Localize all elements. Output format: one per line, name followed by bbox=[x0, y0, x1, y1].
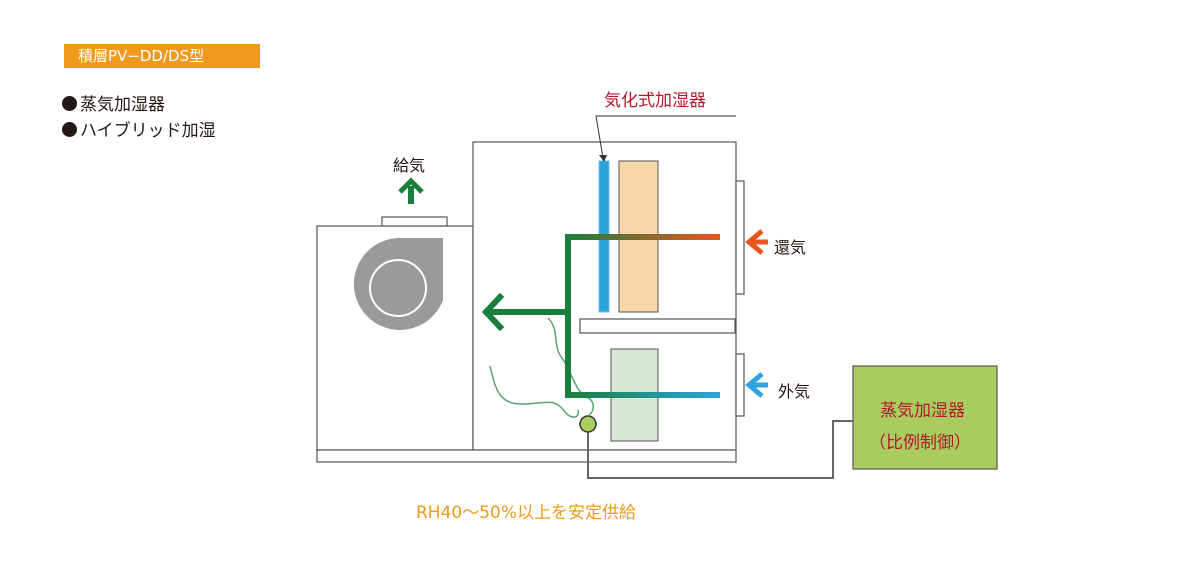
supply-flow-horizontal bbox=[484, 309, 571, 315]
bullet-icon bbox=[62, 122, 77, 137]
outside-air-label: 外気 bbox=[778, 382, 811, 401]
return-air-flow bbox=[567, 234, 720, 240]
fan-icon bbox=[353, 238, 443, 330]
return-air-label: 還気 bbox=[774, 238, 807, 257]
steam-humidifier-control-label: （比例制御） bbox=[869, 433, 971, 453]
bullet-icon bbox=[62, 96, 77, 111]
steam-pipe bbox=[587, 420, 853, 479]
unit-base bbox=[316, 449, 737, 463]
steam-humidifier-box bbox=[852, 365, 998, 470]
supply-opening bbox=[381, 216, 448, 227]
outside-air-flow bbox=[567, 392, 720, 398]
return-air-inlet bbox=[735, 180, 745, 295]
steam-nozzle bbox=[579, 415, 597, 433]
chamber-divider bbox=[579, 318, 736, 334]
supply-air-label: 給気 bbox=[393, 156, 426, 175]
evaporative-leader-line bbox=[595, 115, 736, 159]
steam-wisp bbox=[547, 317, 594, 417]
steam-humidifier-label: 蒸気加湿器 bbox=[880, 401, 965, 421]
return-air-arrow-icon bbox=[745, 229, 768, 255]
feature-item-hybrid: ハイブリッド加湿 bbox=[62, 120, 216, 142]
steam-wisp bbox=[489, 365, 580, 418]
model-badge: 積層PV−DD/DS型 bbox=[64, 44, 260, 68]
evaporative-humidifier-label: 気化式加湿器 bbox=[604, 91, 706, 111]
feature-label: ハイブリッド加湿 bbox=[80, 121, 216, 141]
arrow-left-icon bbox=[481, 292, 505, 332]
outside-air-arrow-icon bbox=[745, 372, 768, 398]
feature-label: 蒸気加湿器 bbox=[80, 95, 165, 115]
arrow-up-icon bbox=[398, 177, 424, 204]
outside-air-inlet bbox=[735, 353, 745, 417]
humidity-caption: RH40〜50%以上を安定供給 bbox=[416, 503, 637, 523]
feature-item-steam: 蒸気加湿器 bbox=[62, 94, 165, 116]
leader-arrowhead bbox=[599, 155, 607, 162]
mixing-flow-vertical bbox=[565, 234, 571, 398]
